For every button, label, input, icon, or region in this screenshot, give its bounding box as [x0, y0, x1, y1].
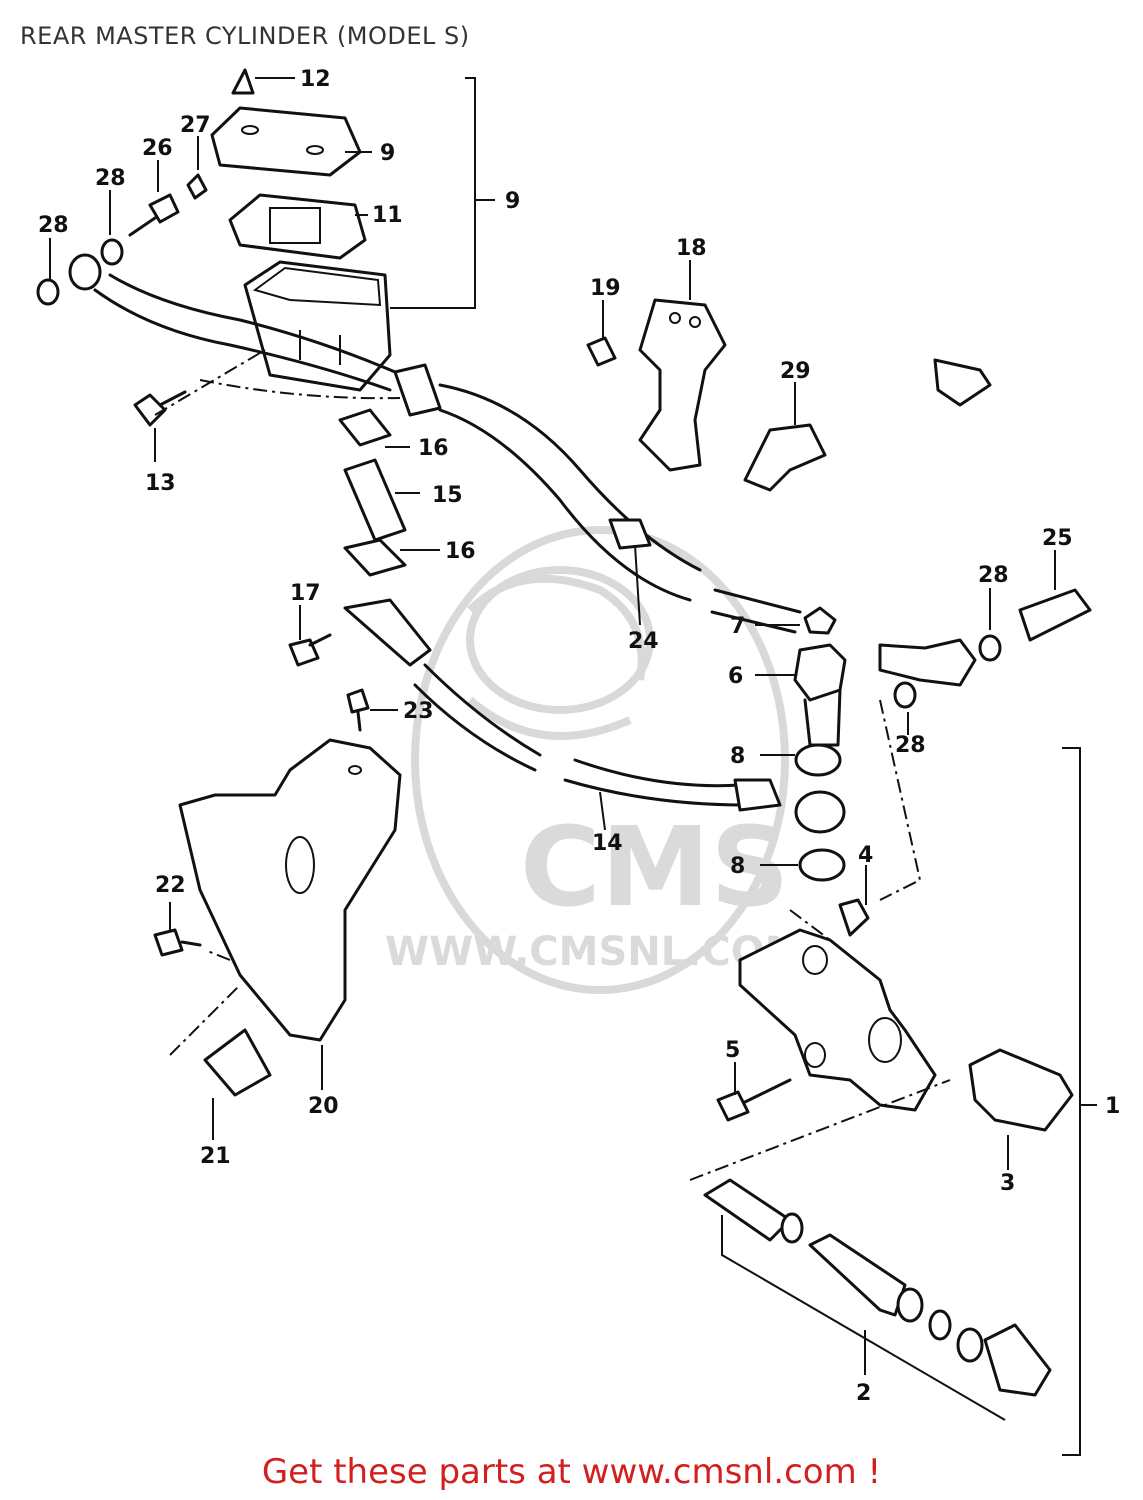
cap-7 [803, 606, 837, 635]
clip-4 [838, 898, 870, 937]
spring-arrow [933, 358, 992, 407]
leader-lines [49, 77, 1056, 1375]
bolt-22 [153, 928, 202, 957]
callout-19: 19 [590, 276, 621, 301]
piston-kit-2 [703, 1178, 1052, 1397]
callout-3: 3 [1000, 1171, 1015, 1196]
callout-6: 6 [728, 664, 743, 689]
watermark-url: WWW.CMSNL.COM [385, 929, 805, 975]
callout-7: 7 [730, 614, 745, 639]
callout-17: 17 [290, 581, 321, 606]
callout-28b: 28 [38, 213, 69, 238]
bolt-13 [133, 390, 187, 427]
bolt-26 [128, 193, 180, 237]
callout-2: 2 [856, 1381, 871, 1406]
callout-28a: 28 [95, 166, 126, 191]
diagram-title: REAR MASTER CYLINDER (MODEL S) [20, 22, 470, 50]
callout-23: 23 [403, 699, 434, 724]
watermark-logo: CMS WWW.CMSNL.COM [385, 526, 805, 994]
callout-21: 21 [200, 1144, 231, 1169]
callout-1: 1 [1105, 1094, 1120, 1119]
callout-14: 14 [592, 831, 623, 856]
callout-28c: 28 [978, 563, 1009, 588]
watermark-cms: CMS [520, 803, 789, 931]
master-cylinder-body [738, 928, 937, 1112]
callout-12: 12 [300, 67, 331, 92]
callout-numbers: 12 9 9 11 27 26 28 28 13 16 15 16 17 23 … [38, 67, 1120, 1406]
callout-11: 11 [372, 203, 403, 228]
callout-9: 9 [505, 189, 520, 214]
callout-24: 24 [628, 629, 659, 654]
bracket-18 [638, 298, 727, 472]
bracket-29 [743, 423, 827, 492]
bolt-17 [288, 633, 332, 667]
callout-10: 9 [380, 141, 395, 166]
cap-27 [186, 173, 208, 200]
callout-13: 13 [145, 471, 176, 496]
callout-28d: 28 [895, 733, 926, 758]
bolt-5 [716, 1078, 792, 1122]
fitting-right [878, 634, 1002, 709]
footer-link[interactable]: Get these parts at www.cmsnl.com ! [261, 1452, 882, 1492]
callout-26: 26 [142, 136, 173, 161]
bracket-lines [154, 77, 1097, 1456]
boot-3 [968, 1048, 1074, 1132]
callout-25: 25 [1042, 526, 1073, 551]
bolt-19 [586, 336, 617, 367]
callout-18: 18 [676, 236, 707, 261]
upper-hose [68, 253, 802, 634]
bracket-21 [203, 1028, 272, 1097]
callout-4: 4 [858, 843, 873, 868]
lower-hose-14 [413, 663, 782, 812]
callout-15: 15 [432, 483, 463, 508]
bolt-23 [346, 688, 370, 732]
callout-29: 29 [780, 359, 811, 384]
callout-27: 27 [180, 113, 211, 138]
callout-20: 20 [308, 1094, 339, 1119]
side-cover-20 [178, 738, 402, 1042]
reservoir-assembly [210, 68, 392, 392]
bolt-25 [1018, 588, 1092, 642]
callout-16b: 16 [445, 539, 476, 564]
callout-8a: 8 [730, 744, 745, 769]
callout-5: 5 [725, 1038, 740, 1063]
hose-15 [338, 408, 432, 667]
callout-8b: 8 [730, 854, 745, 879]
washers-28 [36, 238, 124, 306]
washers-8 [794, 743, 846, 882]
union-6 [793, 643, 847, 747]
callout-22: 22 [155, 873, 186, 898]
callout-16a: 16 [418, 436, 449, 461]
